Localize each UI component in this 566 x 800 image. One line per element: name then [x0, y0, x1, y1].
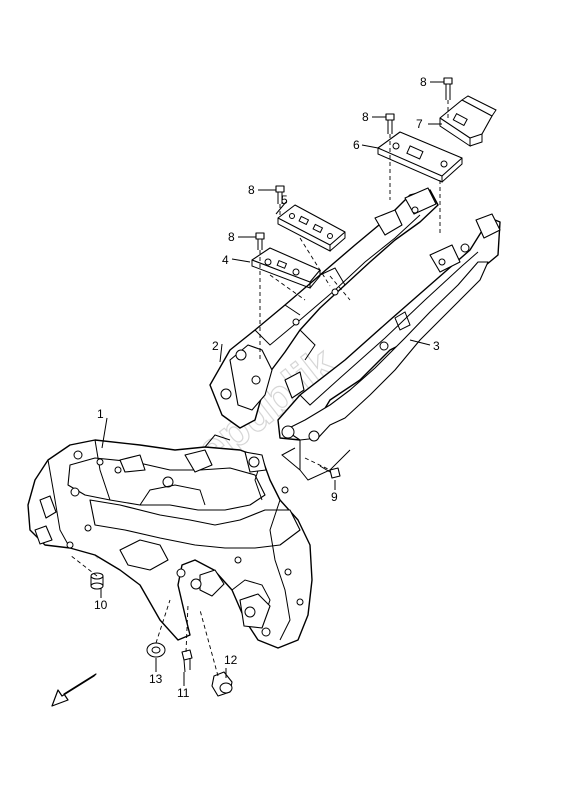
- bolt-8-d[interactable]: [255, 232, 265, 250]
- callout-8-lower: 8: [228, 230, 235, 244]
- bolt-11[interactable]: [181, 649, 193, 673]
- bolt-8-a[interactable]: [443, 77, 453, 100]
- bracket-part-6[interactable]: [377, 131, 463, 183]
- callout-7: 7: [416, 117, 423, 131]
- callout-11: 11: [177, 686, 190, 700]
- callout-8-middle: 8: [248, 183, 255, 197]
- collar-10[interactable]: [90, 572, 104, 590]
- bracket-part-5[interactable]: [277, 204, 346, 252]
- callout-1: 1: [97, 407, 104, 421]
- callout-10: 10: [94, 598, 108, 612]
- bolt-9[interactable]: [319, 465, 341, 479]
- bracket-part-4[interactable]: [251, 247, 321, 289]
- main-frame-part-1[interactable]: [27, 434, 313, 649]
- callout-13: 13: [149, 672, 163, 686]
- bolt-8-c[interactable]: [275, 185, 285, 204]
- leader-lines: [69, 81, 449, 686]
- callout-12: 12: [224, 653, 238, 667]
- callout-3: 3: [433, 339, 440, 353]
- callout-8-top: 8: [420, 75, 427, 89]
- arrow-down-left-icon: [51, 673, 97, 707]
- seat-rail-part-3[interactable]: [277, 213, 501, 481]
- callout-8-upper: 8: [362, 110, 369, 124]
- washer-13[interactable]: [146, 642, 166, 658]
- callout-5: 5: [281, 193, 288, 207]
- callout-9: 9: [331, 490, 338, 504]
- rear-frame-part-2[interactable]: [209, 187, 439, 429]
- callout-2: 2: [212, 339, 219, 353]
- bolt-12[interactable]: [211, 671, 233, 697]
- callout-6: 6: [353, 138, 360, 152]
- bracket-part-7[interactable]: [439, 95, 497, 147]
- callout-4: 4: [222, 253, 229, 267]
- bolt-8-b[interactable]: [385, 113, 395, 134]
